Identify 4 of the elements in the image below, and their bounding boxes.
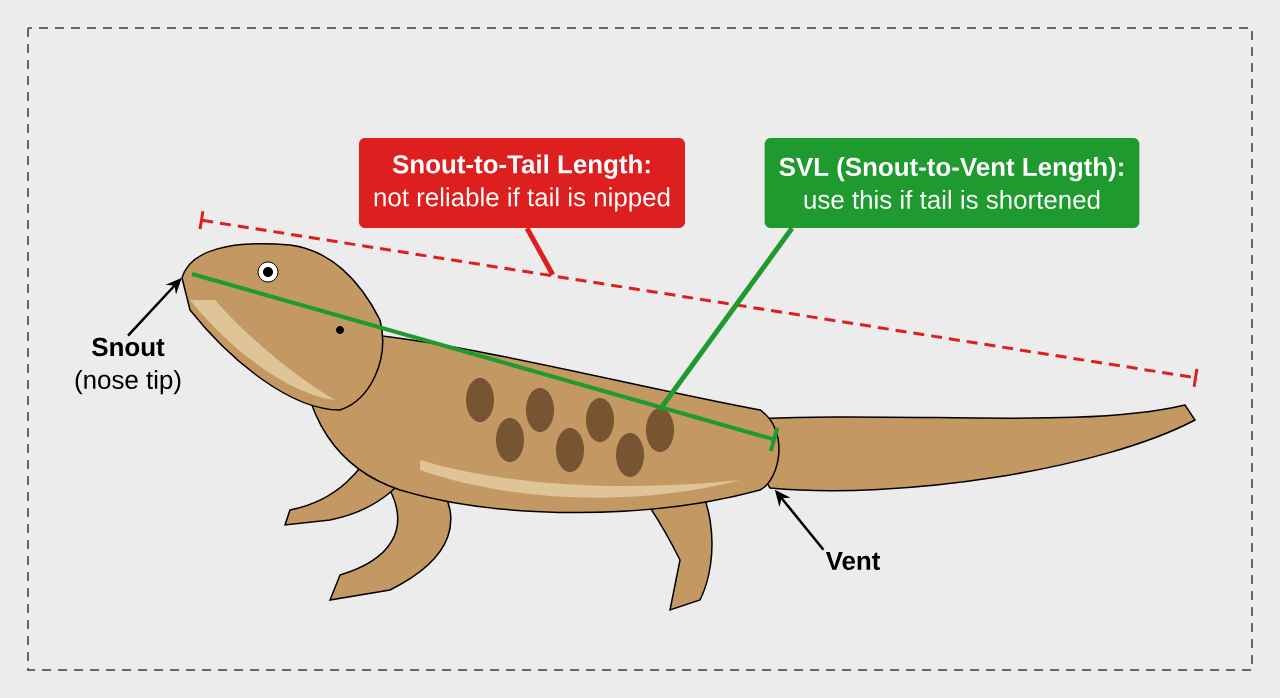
- callout-box: SVL (Snout-to-Vent Length): use this if tail is shortened: [764, 138, 1140, 228]
- callout-box: Snout-to-Tail Length: not reliable if tail is nipped: [359, 138, 686, 228]
- lizard-drawing: [181, 243, 1196, 611]
- snout-label: Snout (nose tip): [75, 337, 181, 395]
